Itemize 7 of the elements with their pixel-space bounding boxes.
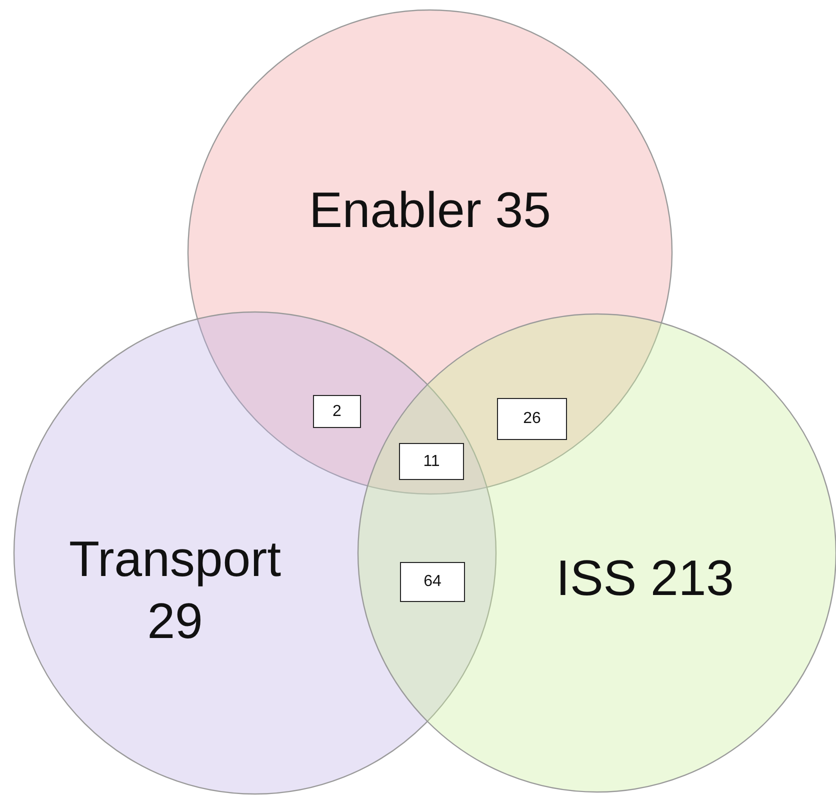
count-box: 26: [497, 398, 567, 440]
set-label: Enabler 35: [308, 180, 552, 240]
count-box: 2: [313, 395, 361, 428]
set-label: ISS 213: [555, 548, 735, 608]
count-box: 64: [400, 562, 465, 602]
set-label: Transport 29: [68, 530, 282, 651]
count-box: 11: [399, 443, 464, 480]
